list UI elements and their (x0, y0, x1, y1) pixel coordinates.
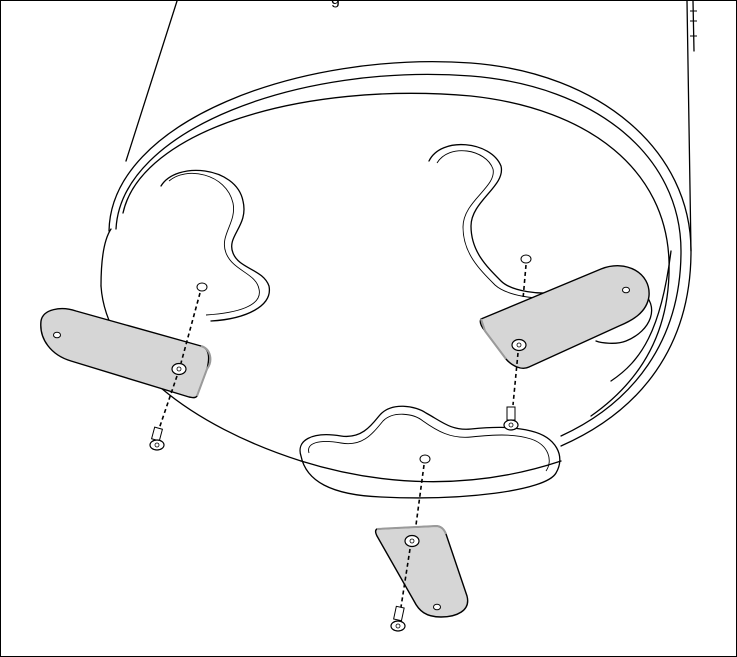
base-rim-middle (115, 73, 682, 437)
cylinder-right-ridge (690, 10, 697, 37)
screw-left-head (149, 439, 165, 451)
screw-left-shank (150, 426, 164, 442)
bracket-left-hole-screw (171, 362, 187, 376)
base-face-right-edge (610, 250, 672, 382)
screw-bottom (390, 605, 406, 632)
screw-right (503, 406, 519, 431)
bracket-right-hole-screw (511, 338, 527, 352)
bracket-left-hole-end (53, 331, 61, 339)
bracket-right-guide-lower (512, 352, 519, 406)
bracket-right-hole-end (622, 286, 630, 294)
screw-left (149, 426, 165, 451)
screw-right-head (503, 419, 519, 431)
cutout-bottom-inner (308, 413, 550, 472)
cutout-right-outer (428, 143, 562, 294)
cutout-bottom-outer (299, 405, 561, 499)
bracket-left-hole-inner (176, 366, 182, 372)
bracket-bottom-hole-screw (404, 534, 420, 548)
bracket-left-guide-upper (180, 292, 201, 364)
screw-right-shank (506, 406, 516, 421)
bracket-left-base-hole (196, 282, 208, 292)
bracket-bottom-base-hole (419, 454, 431, 464)
bracket-bottom-hole-end (433, 603, 441, 611)
cutout-left-inner (168, 173, 260, 316)
bracket-bottom-plate (374, 525, 469, 618)
screw-left-slot (154, 442, 160, 448)
bracket-bottom-edge (376, 524, 447, 535)
bracket-left-plate (40, 308, 210, 399)
bracket-bottom (374, 454, 469, 618)
bracket-right-guide-upper (522, 264, 527, 300)
bracket-bottom-guide-lower (400, 548, 411, 608)
cylinder-body (100, 1, 697, 499)
bracket-left-edge (196, 345, 212, 397)
cutout-right-inner (436, 150, 562, 299)
screw-right-slot (508, 422, 514, 428)
cutout-right-lower (595, 290, 653, 344)
bracket-left-guide-lower (158, 375, 178, 430)
base-rim-inner (122, 92, 670, 417)
cylinder-right-wall-detail (692, 1, 695, 52)
bracket-right-base-hole (520, 254, 532, 264)
base-face-left-top (100, 228, 112, 287)
base-rim-outer (108, 61, 692, 447)
screw-bottom-slot (395, 623, 401, 629)
cutout-left-outer (160, 169, 270, 322)
cylinder-left-wall (125, 1, 178, 162)
bracket-right-edge (480, 318, 507, 360)
bracket-right (479, 254, 650, 406)
bracket-bottom-hole-inner (409, 538, 415, 544)
bracket-right-plate (479, 265, 650, 369)
top-cutoff-caption: g (331, 1, 340, 8)
bracket-bottom-guide-upper (415, 464, 425, 526)
base-face-bottom-edge (300, 460, 562, 483)
bracket-right-hole-inner (516, 342, 522, 348)
bracket-left (40, 282, 212, 430)
screw-bottom-head (390, 620, 406, 632)
cylinder-right-wall (686, 1, 692, 252)
screw-bottom-shank (393, 605, 405, 622)
